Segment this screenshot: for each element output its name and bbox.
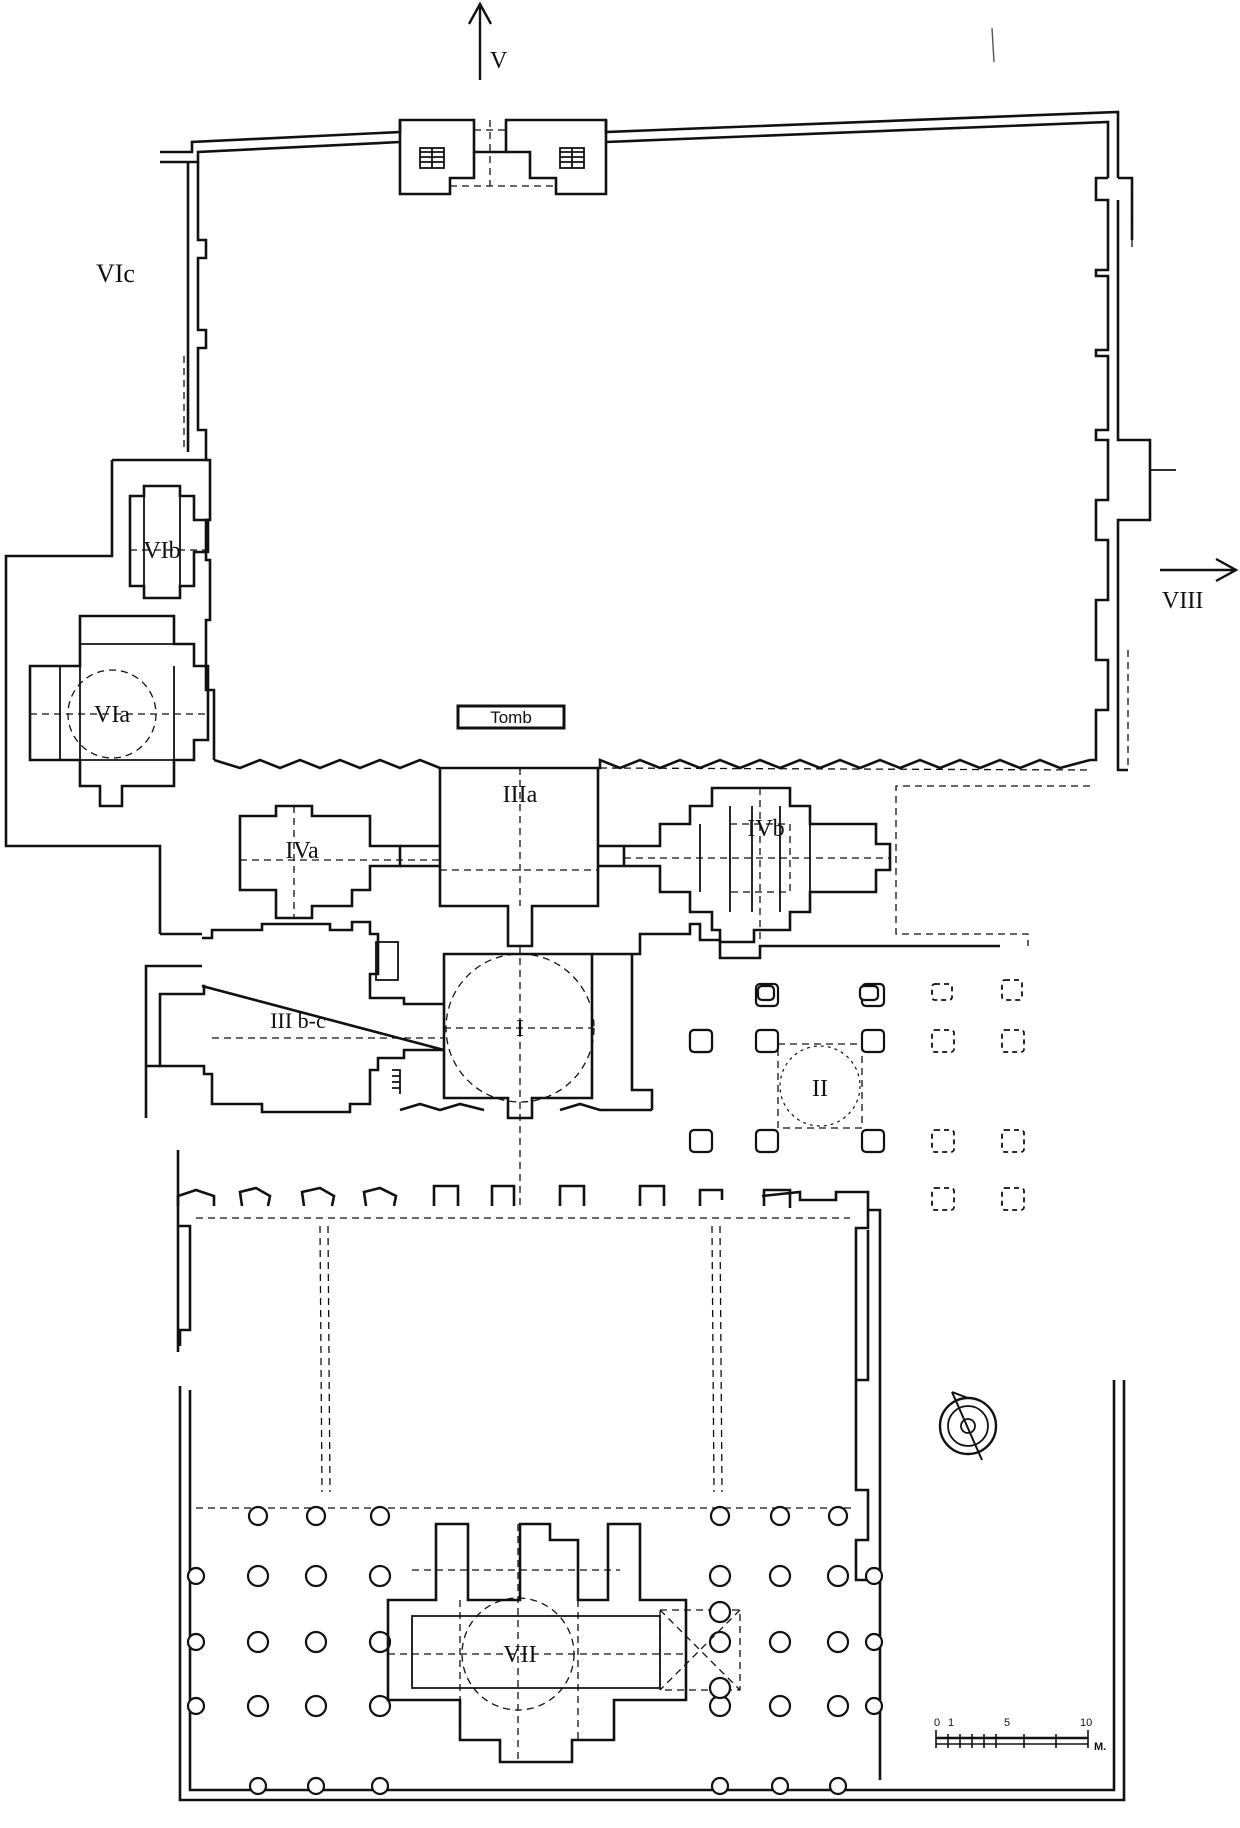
engaged-pier: [864, 1632, 884, 1652]
engaged-pier: [186, 1696, 206, 1716]
hall-column: [826, 1694, 850, 1718]
engaged-pier: [770, 1776, 790, 1796]
hall-column: [304, 1694, 328, 1718]
east-arrow-icon: [1160, 557, 1239, 583]
east-arrow-label: VIII: [1162, 588, 1203, 614]
central-complex: [144, 768, 1090, 1210]
hall-column: [708, 1630, 732, 1654]
arcade-pier: [369, 1505, 391, 1527]
tomb-label: Tomb: [490, 708, 532, 727]
prayer-hall: [186, 1505, 884, 1796]
north-gate: [398, 120, 608, 196]
hall-column: [708, 1564, 732, 1588]
hall-column: [246, 1694, 270, 1718]
dome-vii-chamber: [386, 1522, 741, 1764]
label-via: VIa: [94, 702, 130, 728]
west-annex: [4, 458, 210, 934]
arcade-pier: [247, 1505, 269, 1527]
scale-tick-0: 0: [934, 1717, 940, 1729]
scale-unit: M.: [1094, 1741, 1106, 1753]
scale-bar: 0 1 5 10 M.: [934, 1717, 1106, 1753]
arcade-pier: [709, 1505, 731, 1527]
scale-tick-1: 1: [948, 1717, 954, 1729]
hall-column: [368, 1630, 392, 1654]
arcade-pier: [827, 1505, 849, 1527]
hall-column: [304, 1630, 328, 1654]
engaged-pier: [306, 1776, 326, 1796]
label-vic: VIc: [96, 259, 135, 288]
label-ii: II: [812, 1076, 828, 1102]
hypostyle-east: [688, 979, 1025, 1211]
label-vii: VII: [503, 1642, 536, 1668]
label-iiibc: III b-c: [270, 1008, 326, 1033]
hall-column: [246, 1564, 270, 1588]
hall-column: [826, 1630, 850, 1654]
engaged-pier: [828, 1776, 848, 1796]
compass-icon: [938, 1391, 998, 1461]
engaged-pier: [864, 1696, 884, 1716]
engaged-pier: [864, 1566, 884, 1586]
hall-column: [768, 1630, 792, 1654]
courtyard-enclosure: [160, 110, 1176, 772]
label-i: I: [516, 1016, 524, 1042]
engaged-pier: [186, 1566, 206, 1586]
hall-column: [826, 1564, 850, 1588]
hall-column: [368, 1564, 392, 1588]
arcade-pier: [305, 1505, 327, 1527]
engaged-pier: [248, 1776, 268, 1796]
label-vib: VIb: [143, 538, 180, 564]
label-ivb: IVb: [747, 816, 784, 842]
hall-column: [768, 1564, 792, 1588]
scale-tick-5: 5: [1004, 1717, 1010, 1729]
scale-tick-10: 10: [1080, 1717, 1092, 1729]
hall-column: [304, 1564, 328, 1588]
hall-column: [768, 1694, 792, 1718]
engaged-pier: [370, 1776, 390, 1796]
label-iva: IVa: [285, 838, 319, 864]
north-arrow-icon: [467, 1, 493, 80]
engaged-pier: [710, 1776, 730, 1796]
engaged-pier: [186, 1632, 206, 1652]
hall-column: [368, 1694, 392, 1718]
arcade-pier: [769, 1505, 791, 1527]
south-courtyard: [176, 1150, 1126, 1802]
tomb: Tomb: [456, 704, 566, 730]
north-arrow-label: V: [490, 48, 508, 74]
hall-column: [246, 1630, 270, 1654]
label-iiia: IIIa: [503, 782, 538, 808]
